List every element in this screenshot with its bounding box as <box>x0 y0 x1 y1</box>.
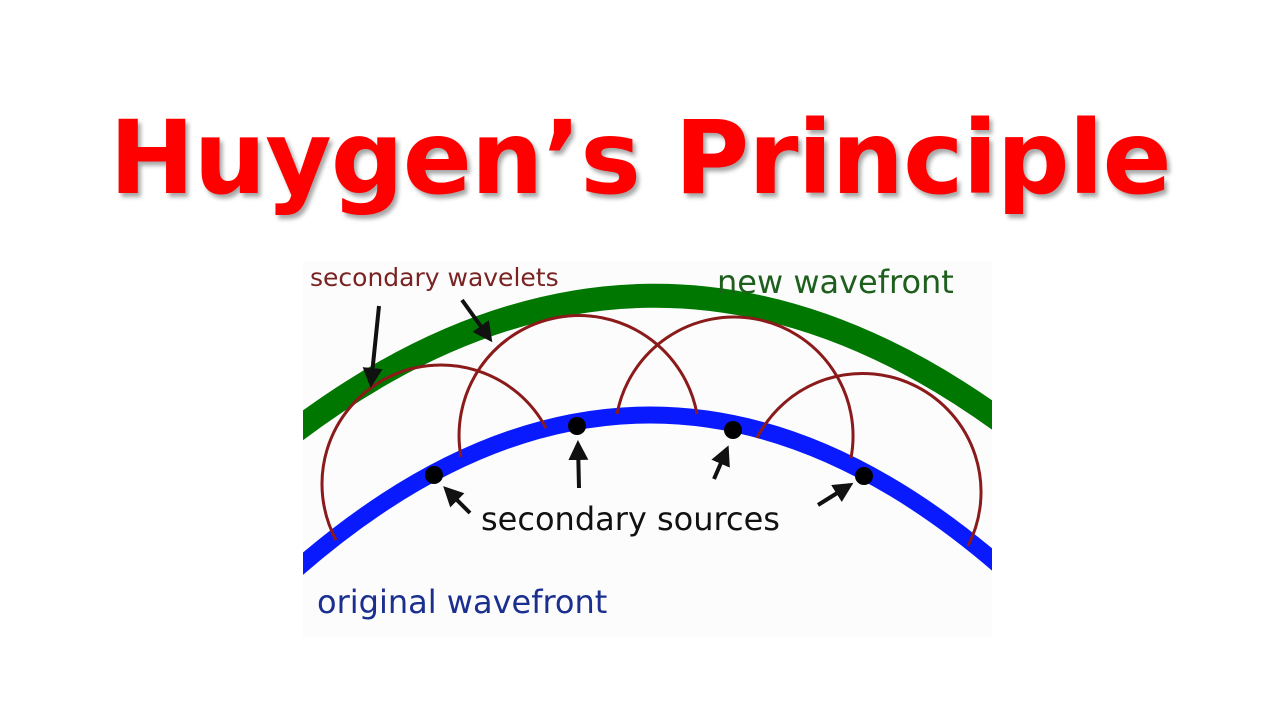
new-wavefront-arc <box>303 283 992 441</box>
arrow-to-wavelet <box>460 298 493 343</box>
secondary-source-dot <box>855 467 873 485</box>
arrow-to-source <box>711 445 730 480</box>
diagram-background <box>303 262 992 638</box>
original-wavefront-label: original wavefront <box>317 583 607 621</box>
wavelet-arc <box>615 315 855 459</box>
secondary-wavelets-label: secondary wavelets <box>310 263 559 292</box>
wavelet-arc <box>755 372 983 547</box>
slide-title: Huygen’s Principle <box>109 99 1171 218</box>
secondary-source-dot <box>724 421 742 439</box>
secondary-sources-label: secondary sources <box>481 500 780 538</box>
wavelet-arc <box>457 314 699 458</box>
arrow-to-wavelet <box>362 305 383 388</box>
original-wavefront-arc <box>303 406 992 576</box>
arrow-to-source <box>816 482 854 507</box>
secondary-source-dot <box>568 417 586 435</box>
new-wavefront-label: new wavefront <box>717 263 954 301</box>
secondary-source-dot <box>425 466 443 484</box>
arrow-to-source <box>443 486 472 515</box>
arrow-to-source <box>568 440 589 489</box>
wavelet-arc <box>320 363 548 541</box>
